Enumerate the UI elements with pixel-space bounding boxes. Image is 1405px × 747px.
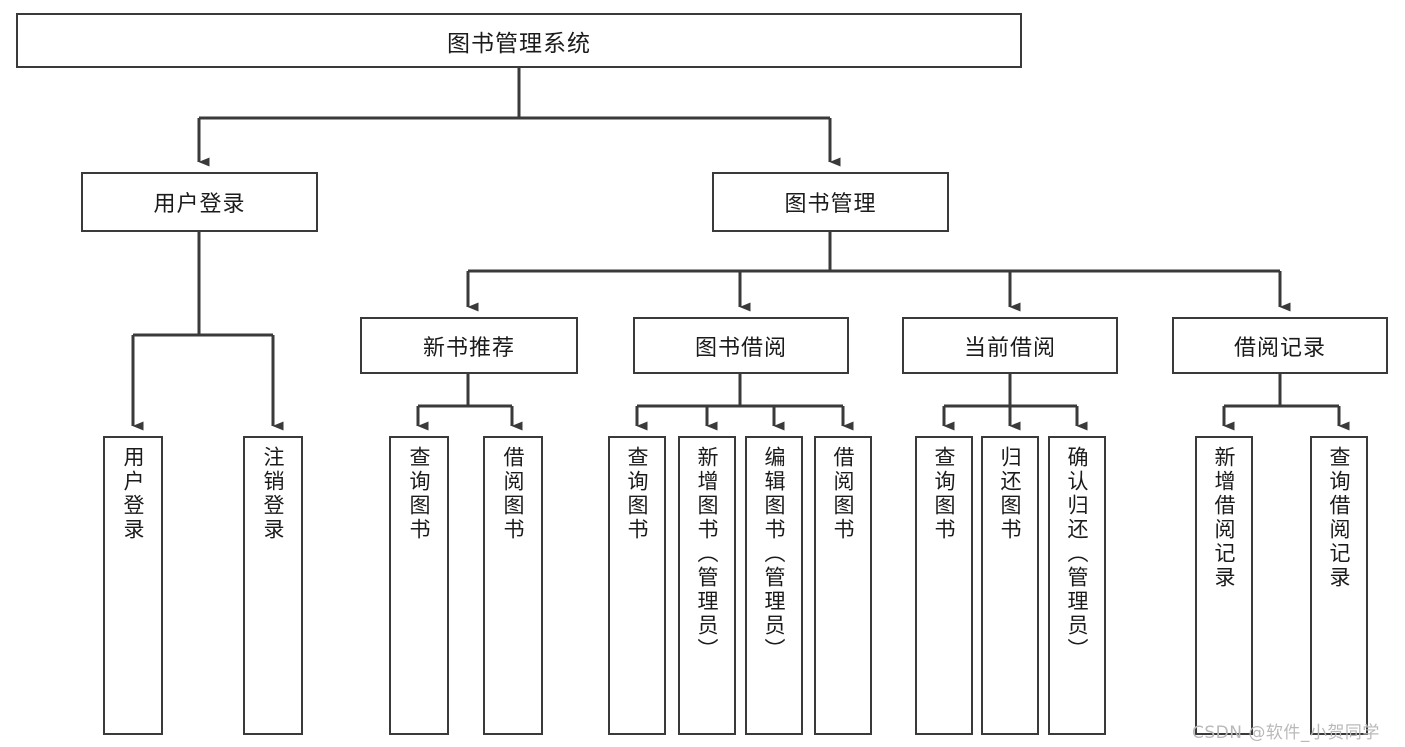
node-leaf-add-borrow-record[interactable]: 新增借阅记录 (1195, 436, 1253, 735)
node-leaf-query-book-recommend[interactable]: 查询图书 (389, 436, 449, 735)
node-leaf-query-book-borrow[interactable]: 查询图书 (608, 436, 666, 735)
node-leaf-borrow-book-recommend[interactable]: 借阅图书 (483, 436, 543, 735)
node-current-borrow[interactable]: 当前借阅 (902, 317, 1118, 374)
node-new-book-recommend-label: 新书推荐 (422, 335, 515, 361)
node-book-manage[interactable]: 图书管理 (712, 172, 949, 232)
node-user-login-label: 用户登录 (153, 192, 246, 217)
node-leaf-user-login-label: 用户登录 (121, 446, 146, 542)
node-book-borrow-label: 图书借阅 (694, 335, 787, 361)
node-leaf-query-borrow-record-label: 查询借阅记录 (1327, 446, 1352, 590)
node-leaf-add-book-admin-label: 新增图书（管理员） (695, 446, 720, 662)
node-leaf-borrow-book-label: 借阅图书 (831, 446, 856, 542)
node-leaf-query-book-recommend-label: 查询图书 (407, 446, 432, 542)
node-leaf-logout-label: 注销登录 (261, 446, 286, 542)
node-leaf-add-borrow-record-label: 新增借阅记录 (1212, 446, 1237, 590)
node-leaf-return-book[interactable]: 归还图书 (981, 436, 1039, 735)
node-leaf-query-borrow-record[interactable]: 查询借阅记录 (1310, 436, 1368, 735)
node-borrow-record-label: 借阅记录 (1233, 335, 1326, 361)
node-leaf-query-book-current-label: 查询图书 (932, 446, 957, 542)
node-leaf-return-book-label: 归还图书 (998, 446, 1023, 542)
node-leaf-edit-book-admin[interactable]: 编辑图书（管理员） (745, 436, 803, 735)
node-borrow-record[interactable]: 借阅记录 (1172, 317, 1388, 374)
node-leaf-add-book-admin[interactable]: 新增图书（管理员） (678, 436, 736, 735)
node-book-manage-label: 图书管理 (784, 192, 877, 217)
node-leaf-edit-book-admin-label: 编辑图书（管理员） (762, 446, 787, 662)
node-root[interactable]: 图书管理系统 (16, 13, 1022, 68)
node-leaf-borrow-book-recommend-label: 借阅图书 (501, 446, 526, 542)
node-leaf-confirm-return-admin[interactable]: 确认归还（管理员） (1048, 436, 1106, 735)
node-book-borrow[interactable]: 图书借阅 (633, 317, 849, 374)
node-root-label: 图书管理系统 (447, 30, 591, 57)
node-leaf-borrow-book[interactable]: 借阅图书 (814, 436, 872, 735)
node-current-borrow-label: 当前借阅 (963, 335, 1056, 361)
node-user-login[interactable]: 用户登录 (81, 172, 318, 232)
node-leaf-query-book-borrow-label: 查询图书 (625, 446, 650, 542)
node-leaf-confirm-return-admin-label: 确认归还（管理员） (1065, 446, 1090, 662)
node-leaf-user-login[interactable]: 用户登录 (103, 436, 163, 735)
node-new-book-recommend[interactable]: 新书推荐 (360, 317, 578, 374)
node-leaf-query-book-current[interactable]: 查询图书 (915, 436, 973, 735)
node-leaf-logout[interactable]: 注销登录 (243, 436, 303, 735)
